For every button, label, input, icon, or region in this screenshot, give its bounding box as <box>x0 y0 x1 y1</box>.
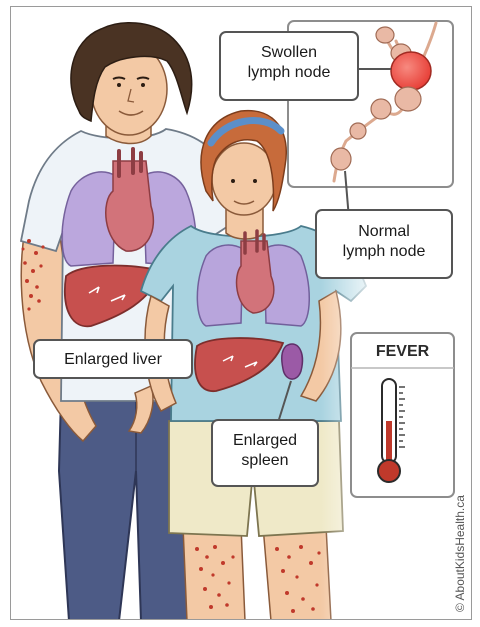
girl-spleen <box>282 344 303 379</box>
liver-label-text: Enlarged liver <box>35 350 191 370</box>
enlarged-spleen-label: Enlarged spleen <box>211 419 319 487</box>
normal-lymph-node-label: Normal lymph node <box>315 209 453 279</box>
swollen-lymph-node-shape <box>391 52 431 90</box>
girl-left-leg <box>183 526 245 619</box>
spleen-label-line1: Enlarged <box>213 431 317 451</box>
girl-heart <box>237 241 274 313</box>
enlarged-liver-label: Enlarged liver <box>33 339 193 379</box>
normal-label-line1: Normal <box>317 222 451 242</box>
swollen-label-line1: Swollen <box>221 43 357 63</box>
swollen-label-line2: lymph node <box>221 63 357 83</box>
normal-lymph-node-shape <box>331 148 351 170</box>
illustration-frame: Swollen lymph node Normal lymph node Enl… <box>10 6 472 620</box>
swollen-lymph-node-label: Swollen lymph node <box>219 31 359 101</box>
fever-label-wrap: FEVER <box>351 333 454 373</box>
fever-label: FEVER <box>351 343 454 361</box>
credit-text: © AboutKidsHealth.ca <box>453 495 467 612</box>
girl-right-leg <box>263 526 331 619</box>
boy-heart <box>106 161 154 251</box>
spleen-label-line2: spleen <box>213 451 317 471</box>
normal-label-line2: lymph node <box>317 242 451 262</box>
